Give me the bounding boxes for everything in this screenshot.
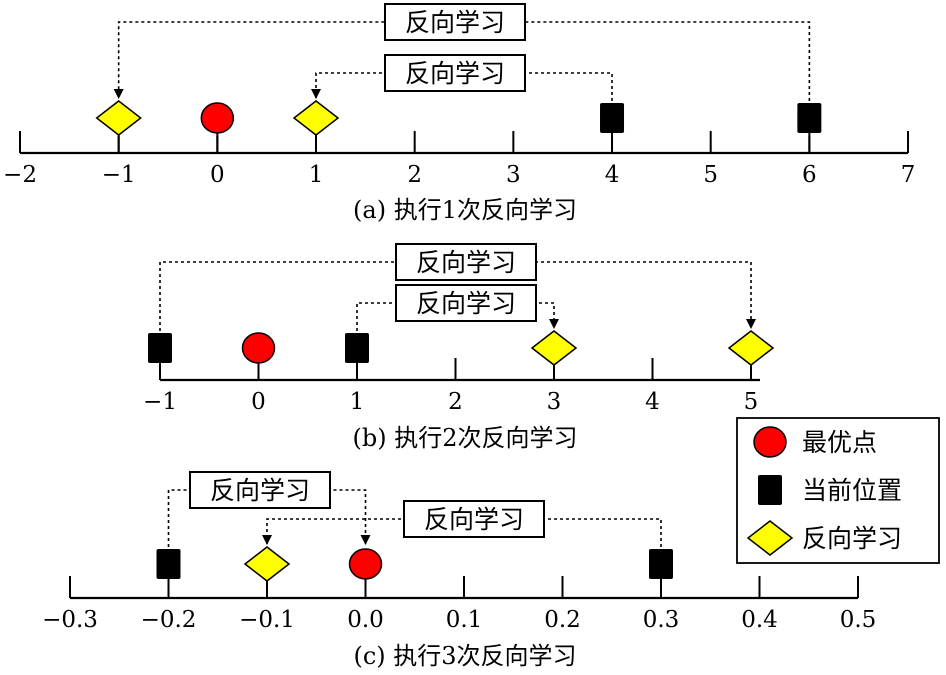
tick-label: 7 [901, 162, 916, 188]
current-position-square [156, 549, 181, 579]
red-circle-marker-icon [753, 426, 787, 458]
legend-label: 反向学习 [802, 524, 902, 553]
best-point-circle [200, 102, 235, 134]
tick-label: 4 [645, 389, 660, 415]
tick-label: 1 [309, 162, 324, 188]
current-position-square [345, 333, 369, 363]
black-square-marker-icon [758, 475, 782, 505]
tick-label: 2 [407, 162, 422, 188]
opposition-label-box [395, 284, 537, 322]
best-point-circle [348, 548, 383, 580]
opposite-learning-diamond [530, 330, 578, 366]
opposition-label: 反向学习 [405, 59, 505, 88]
tick-label: 3 [547, 389, 562, 415]
tick-label: 0.0 [347, 607, 384, 633]
tick-label: 0.5 [840, 607, 877, 633]
tick-label: 0.2 [544, 607, 581, 633]
tick-label: 0 [251, 389, 266, 415]
tick-label: 0 [210, 162, 225, 188]
opposition-label: 反向学习 [405, 8, 505, 37]
current-position-square [600, 103, 625, 133]
panel-caption: (a) 执行1次反向学习 [353, 196, 577, 224]
opposite-learning-diamond [95, 100, 142, 136]
opposite-learning-diamond [292, 100, 340, 136]
opposition-label-box [395, 243, 537, 281]
tick-label: 4 [605, 162, 620, 188]
tick-label: 0.4 [741, 607, 778, 633]
tick-label: −0.1 [239, 607, 295, 633]
tick-label: 2 [448, 389, 463, 415]
opposition-label: 反向学习 [424, 505, 524, 534]
opposite-learning-diamond [243, 546, 291, 582]
panel-caption: (c) 执行3次反向学习 [353, 642, 576, 670]
opposition-label-box [384, 3, 526, 41]
arrow-head-icon [746, 319, 756, 329]
opposition-label-box [384, 54, 526, 92]
arrow-head-icon [360, 535, 371, 545]
legend-label: 最优点 [802, 428, 877, 457]
opposite-learning-diamond [727, 330, 775, 366]
tick-label: 5 [703, 162, 718, 188]
opposition-label-box [403, 500, 545, 538]
tick-label: −2 [3, 162, 37, 188]
opposition-label: 反向学习 [416, 289, 516, 318]
tick-label: 0.3 [643, 607, 680, 633]
tick-label: 3 [506, 162, 521, 188]
tick-label: 5 [744, 389, 759, 415]
opposition-label: 反向学习 [210, 476, 310, 505]
tick-label: −0.2 [141, 607, 197, 633]
yellow-diamond-marker-icon [746, 520, 794, 556]
current-position-square [148, 333, 172, 363]
arrow-head-icon [113, 89, 124, 99]
tick-label: 0.1 [446, 607, 483, 633]
tick-label: −0.3 [42, 607, 98, 633]
current-position-square [649, 549, 673, 579]
opposition-label-box [189, 471, 331, 509]
arrow-head-icon [549, 319, 559, 329]
opposition-arrow-path [159, 261, 752, 331]
best-point-circle [241, 332, 276, 364]
panel-caption: (b) 执行2次反向学习 [353, 424, 578, 452]
tick-label: −1 [143, 389, 177, 415]
tick-label: 1 [350, 389, 365, 415]
legend-label: 当前位置 [802, 476, 902, 505]
tick-label: −1 [102, 162, 136, 188]
arrow-head-icon [311, 89, 322, 99]
arrow-head-icon [262, 535, 272, 545]
current-position-square [797, 103, 822, 133]
opposition-label: 反向学习 [416, 248, 516, 277]
tick-label: 6 [802, 162, 817, 188]
